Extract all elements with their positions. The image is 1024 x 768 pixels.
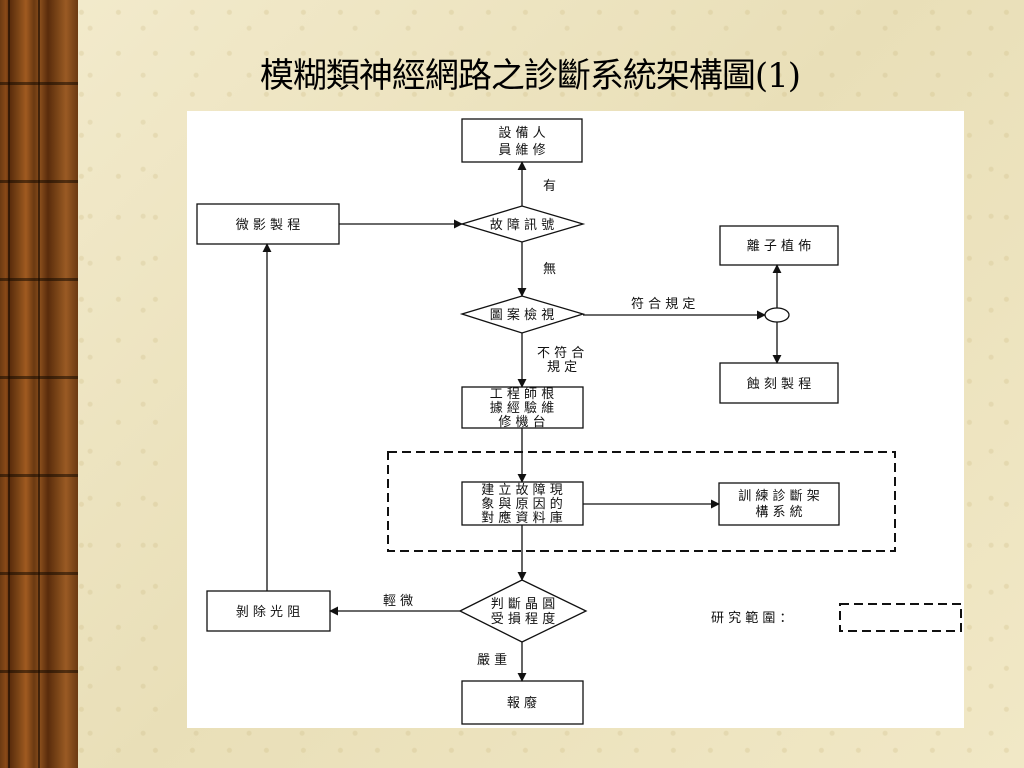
train-label-1: 訓 練 診 斷 架 [738,488,820,504]
flowchart: 設 備 人 員 維 修 故 障 訊 號 微 影 製 程 圖 案 檢 視 離 子 … [196,118,962,725]
edge-label-severe: 嚴 重 [477,652,507,668]
engineer-label-3: 修 機 台 [498,415,545,430]
research-scope-region [387,451,896,552]
diagram-panel: 設 備 人 員 維 修 故 障 訊 號 微 影 製 程 圖 案 檢 視 離 子 … [187,111,964,728]
judge-label-2: 受 損 程 度 [491,611,555,627]
engineer-label-2: 據 經 驗 維 [490,401,554,416]
edge-label-not-conform-2: 規 定 [547,360,577,375]
strip-resist-label: 剝 除 光 阻 [236,605,300,620]
edge-label-conforms: 符 合 規 定 [631,296,695,312]
engineer-label-1: 工 程 師 根 [490,387,554,402]
junction-circle [764,307,790,323]
edge-label-no: 無 [543,262,556,277]
pattern-check-diamond [459,295,586,334]
judge-diamond [458,579,588,643]
train-label-2: 構 系 統 [755,505,802,520]
ion-implant-label: 離 子 植 佈 [747,238,811,254]
lithography-label: 微 影 製 程 [236,218,300,233]
database-label-2: 象 與 原 因 的 [481,496,563,512]
pattern-check-label: 圖 案 檢 視 [490,307,554,323]
scrap-label: 報 廢 [507,696,537,711]
wood-border [0,0,78,768]
edge-label-yes: 有 [543,179,556,194]
etching-label: 蝕 刻 製 程 [747,377,811,392]
fault-signal-diamond [459,205,586,243]
fault-signal-label: 故 障 訊 號 [490,218,554,233]
legend-label: 研 究 範 圍 ： [711,611,793,626]
page-title: 模糊類神經網路之診斷系統架構圖(1) [259,56,801,96]
legend-dashed-box [839,603,962,632]
database-label-1: 建 立 故 障 現 [481,483,563,498]
maintenance-label-1: 設 備 人 [498,125,545,141]
maintenance-label-2: 員 維 修 [498,143,545,158]
database-label-3: 對 應 資 料 庫 [481,510,563,526]
judge-label-1: 判 斷 晶 圓 [491,597,555,612]
edge-label-minor: 輕 微 [383,594,413,609]
edge-label-not-conform-1: 不 符 合 [537,345,584,361]
